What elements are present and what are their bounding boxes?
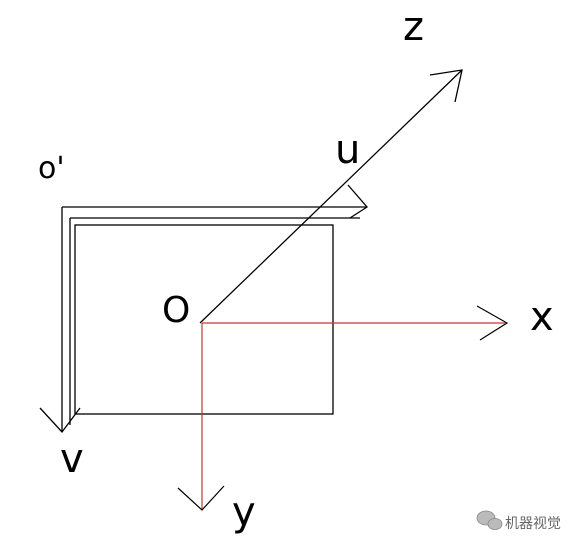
y-axis-label: y bbox=[232, 489, 256, 535]
v-axis-arrowhead bbox=[39, 407, 81, 434]
watermark: 机器视觉 bbox=[476, 510, 561, 532]
pixel-frame bbox=[39, 184, 368, 434]
pixel-origin-label: o' bbox=[38, 151, 65, 186]
camera-origin-label: O bbox=[162, 290, 190, 331]
x-axis-label: x bbox=[530, 294, 554, 340]
wechat-icon bbox=[476, 510, 503, 530]
camera-xy-axes bbox=[201, 322, 505, 510]
y-axis-arrowhead bbox=[177, 485, 225, 511]
image-plane-rect bbox=[74, 224, 334, 415]
u-axis-label: u bbox=[335, 127, 360, 173]
z-axis-label: z bbox=[403, 4, 424, 50]
x-axis-arrowhead bbox=[476, 305, 509, 341]
z-axis bbox=[199, 69, 463, 324]
u-axis-arrowhead bbox=[347, 184, 368, 219]
v-axis-label: v bbox=[60, 436, 84, 482]
z-axis-line bbox=[199, 69, 463, 324]
watermark-text: 机器视觉 bbox=[505, 516, 561, 532]
z-axis-arrowhead bbox=[429, 69, 463, 103]
